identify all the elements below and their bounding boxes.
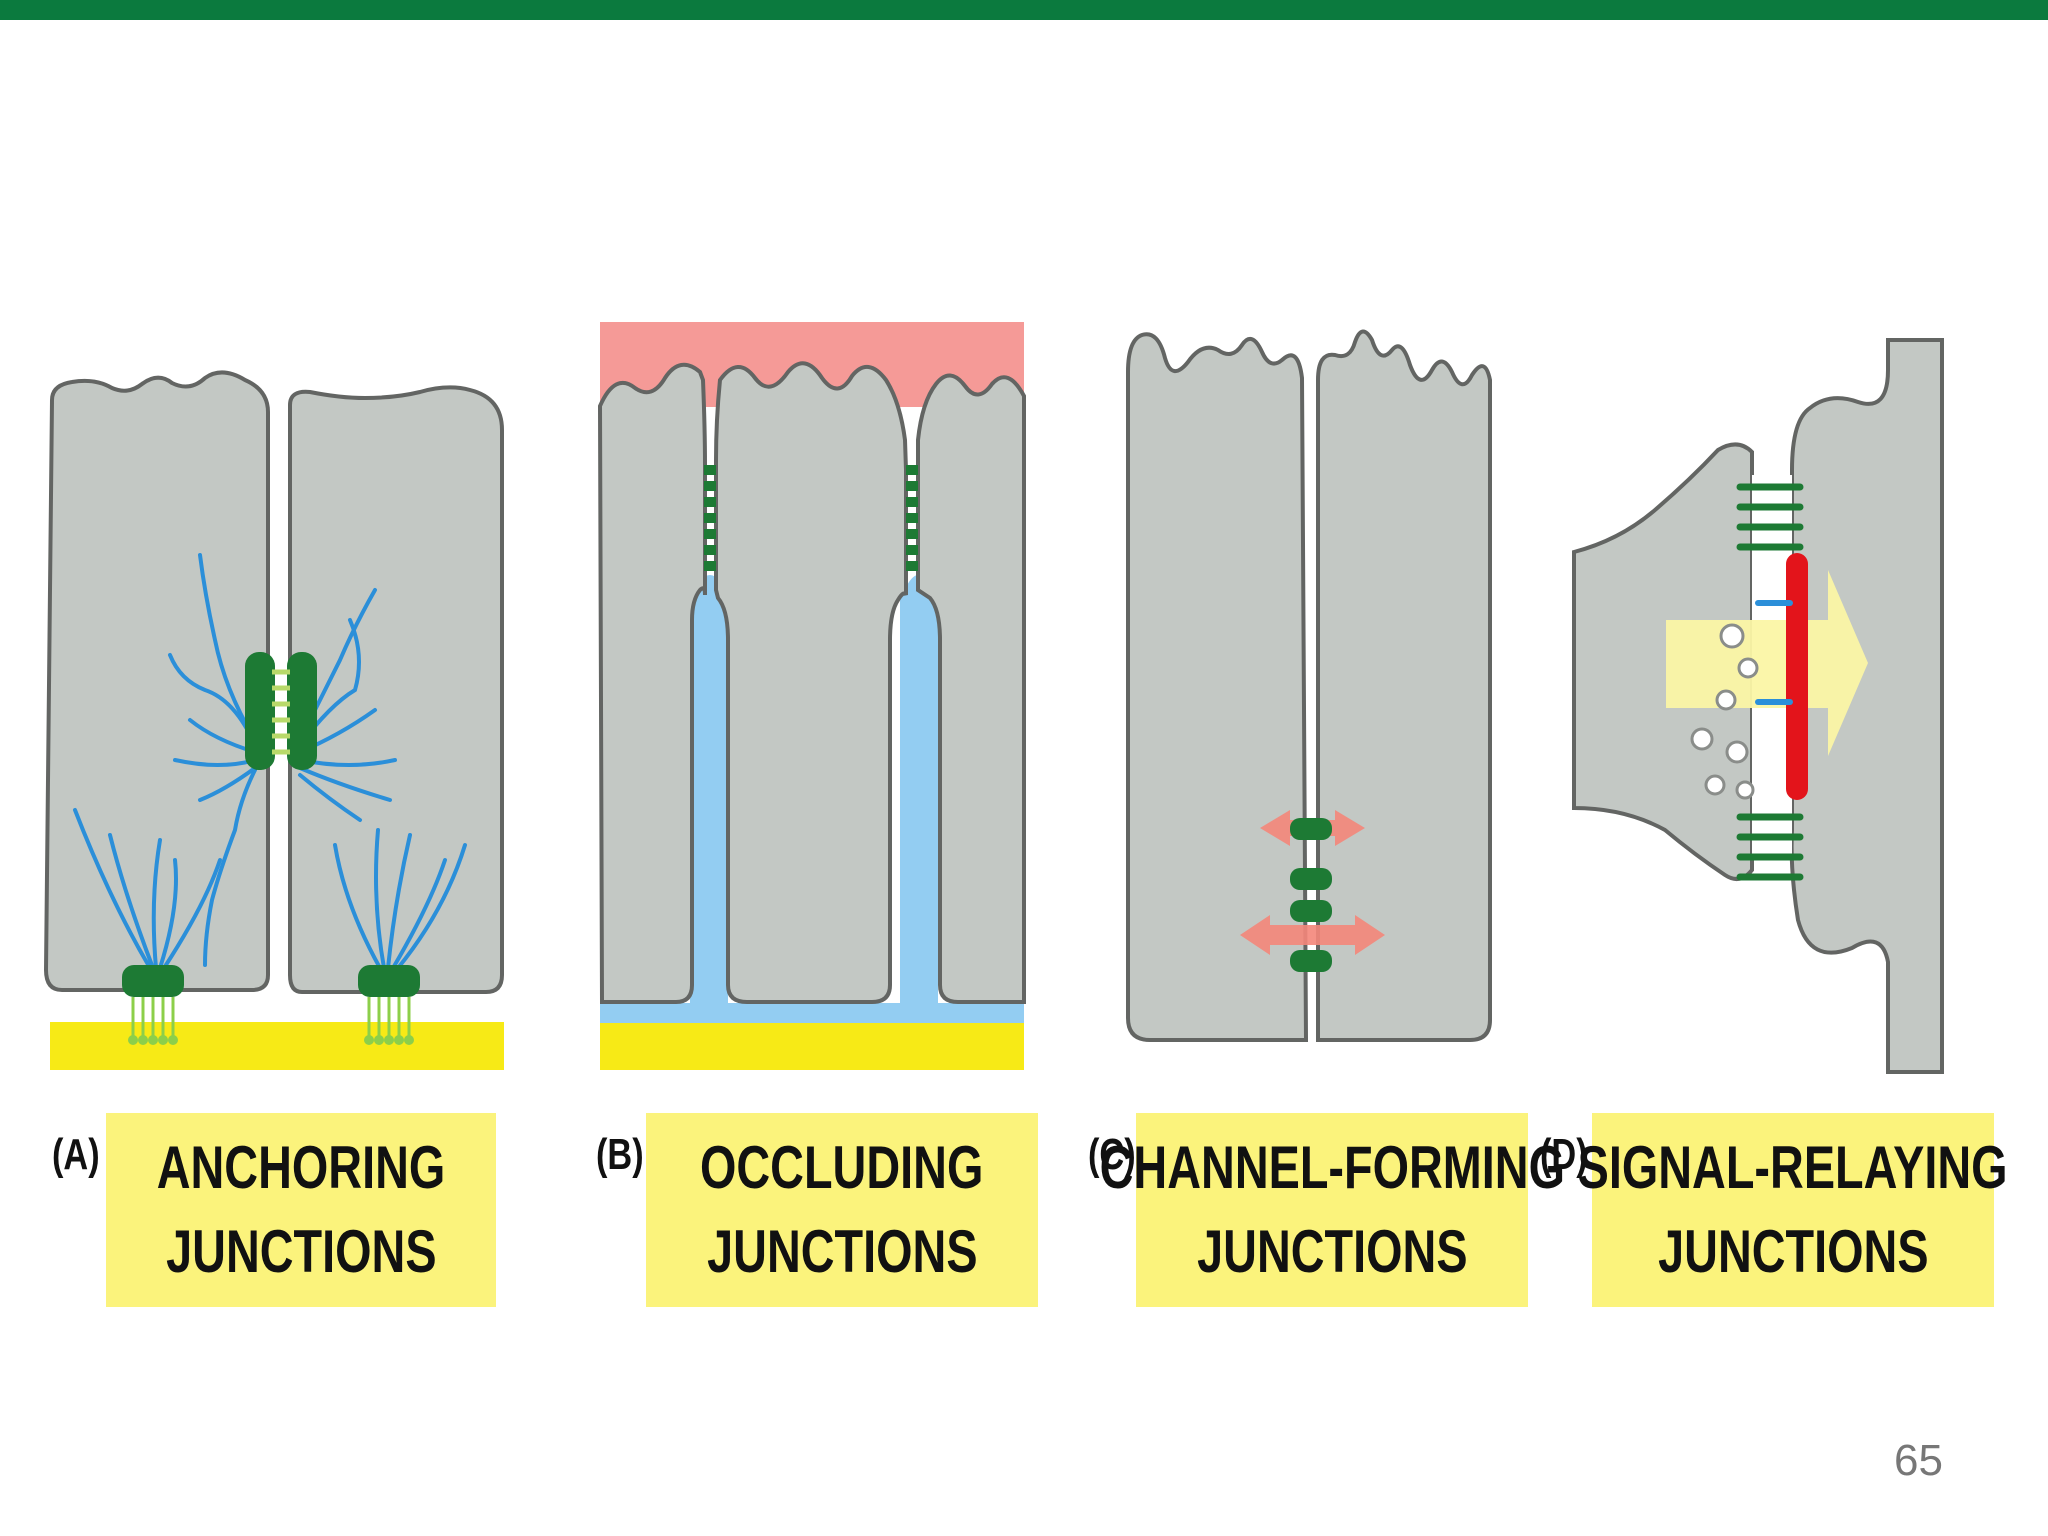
adhesion-proteins-top bbox=[1736, 483, 1804, 551]
transport-arrow-lower bbox=[1240, 915, 1385, 955]
panel-a-caption: ANCHORING JUNCTIONS bbox=[106, 1113, 496, 1307]
gap-junction-connexons bbox=[1290, 818, 1332, 972]
hemidesmosome-filaments-right bbox=[333, 828, 467, 970]
adhesion-proteins-bottom bbox=[1736, 813, 1804, 881]
panel-b-label: (B) bbox=[596, 1130, 644, 1179]
signal-arrow bbox=[1666, 570, 1868, 756]
desmosome bbox=[245, 652, 317, 770]
cell-c-right bbox=[1316, 329, 1492, 1042]
hemidesmosome-filaments-left bbox=[73, 808, 222, 970]
panel-d-label: (D) bbox=[1540, 1130, 1588, 1179]
panel-b-title-line1: OCCLUDING bbox=[700, 1134, 984, 1201]
epithelial-cells-b bbox=[597, 361, 1026, 1004]
hemidesmosome-left bbox=[122, 965, 184, 1045]
page-number: 65 bbox=[1894, 1436, 1943, 1485]
panel-b-illustration bbox=[597, 322, 1026, 1070]
panel-c-illustration bbox=[1126, 329, 1492, 1042]
intercellular-channel-left bbox=[690, 575, 728, 1004]
panel-a-title-line2: JUNCTIONS bbox=[165, 1218, 437, 1285]
basal-lamina-b bbox=[600, 1022, 1024, 1070]
extracellular-space-basal bbox=[600, 1003, 1024, 1023]
panel-d-title-line2: JUNCTIONS bbox=[1657, 1218, 1929, 1285]
synaptic-vesicles bbox=[1690, 623, 1759, 800]
panel-c-caption: CHANNEL-FORMING JUNCTIONS bbox=[1099, 1113, 1565, 1307]
header-bar bbox=[0, 0, 2048, 20]
cell-a-right bbox=[288, 385, 504, 994]
panel-c-label: (C) bbox=[1088, 1130, 1136, 1179]
panel-d-caption: SIGNAL-RELAYING JUNCTIONS bbox=[1578, 1113, 2008, 1307]
basal-lamina-a bbox=[50, 1022, 504, 1070]
panel-d-title-line1: SIGNAL-RELAYING bbox=[1578, 1134, 2008, 1201]
panel-b-caption: OCCLUDING JUNCTIONS bbox=[646, 1113, 1038, 1307]
cell-a-left bbox=[43, 370, 270, 992]
keratin-filaments-desmosome bbox=[168, 553, 397, 967]
panel-b-title-line2: JUNCTIONS bbox=[706, 1218, 978, 1285]
panel-c-title-line1: CHANNEL-FORMING bbox=[1099, 1134, 1565, 1201]
panel-a-title-line1: ANCHORING bbox=[156, 1134, 446, 1201]
cell-c-left bbox=[1126, 332, 1309, 1042]
hemidesmosome-right bbox=[358, 965, 420, 1045]
intercellular-channel-right bbox=[900, 575, 938, 1004]
panel-d-illustration bbox=[1572, 338, 1944, 1074]
panel-c-title-line2: JUNCTIONS bbox=[1196, 1218, 1468, 1285]
receptor-membrane bbox=[1786, 553, 1808, 800]
neurotransmitter-receptors bbox=[1755, 600, 1793, 705]
panel-a-illustration bbox=[43, 370, 504, 1070]
panel-a-label: (A) bbox=[52, 1130, 100, 1179]
